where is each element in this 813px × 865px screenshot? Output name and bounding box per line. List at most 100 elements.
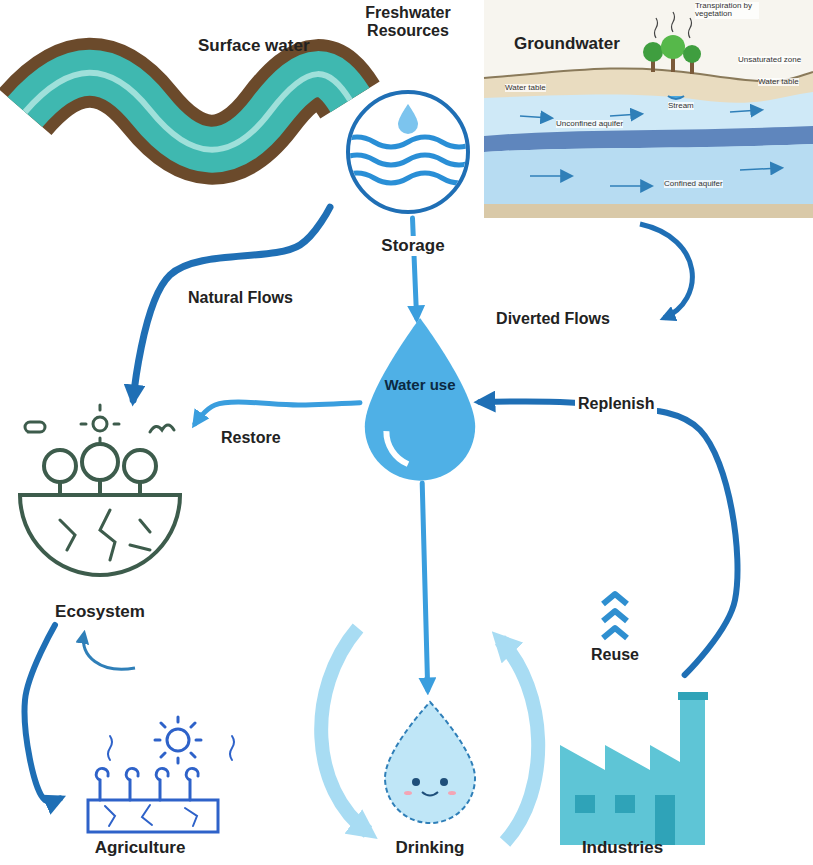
surface-water-river <box>25 73 350 150</box>
diverted-flow-arrow <box>640 224 692 318</box>
groundwater-cross-section <box>740 168 780 170</box>
flow-arrow <box>422 483 428 690</box>
groundwater-note: Water table <box>758 78 799 86</box>
freshwater-circle <box>340 137 476 183</box>
agriculture-icon <box>88 800 218 832</box>
reuse-label: Reuse <box>591 646 639 664</box>
freshwater-circle <box>348 92 468 212</box>
flow-label: Restore <box>218 428 284 448</box>
ecosystem-icon <box>82 444 118 480</box>
ecosystem-icon <box>81 405 119 443</box>
water-use-drop: Water use <box>360 318 480 483</box>
reuse-chevrons <box>603 611 627 621</box>
surface-water-river <box>25 73 350 150</box>
flow-label: Replenish <box>575 394 657 414</box>
freshwater-circle <box>340 92 476 212</box>
freshwater-circle <box>340 173 476 183</box>
surface-water-panel: Surface water <box>20 28 330 188</box>
groundwater-cross-section <box>484 204 813 218</box>
industries-factory-icon <box>560 700 705 845</box>
storage-circle: Freshwater Resources <box>330 0 486 218</box>
groundwater-cross-section <box>668 96 684 99</box>
surface-water-river <box>25 73 350 150</box>
groundwater-cross-section <box>520 110 780 186</box>
groundwater-note: Unsaturated zone <box>738 56 801 64</box>
industries-node: Industries <box>525 675 720 860</box>
groundwater-cross-section <box>643 35 701 74</box>
freshwater-circle <box>340 137 476 147</box>
node-text: Freshwater Resources <box>350 4 466 41</box>
groundwater-cross-section <box>484 92 813 218</box>
groundwater-cross-section <box>484 68 813 218</box>
flow-label: Natural Flows <box>185 288 296 308</box>
drinking-cycle-arrows <box>321 628 538 842</box>
drop-highlight <box>386 431 408 464</box>
ecosystem-icon <box>20 405 180 575</box>
surface-water-river <box>25 73 350 150</box>
drinking-drop-icon <box>385 702 475 823</box>
groundwater-cross-section <box>672 12 675 32</box>
groundwater-note: Transpiration by vegetation <box>695 2 759 19</box>
groundwater-panel: Groundwater <box>484 0 813 218</box>
agriculture-icon <box>167 729 189 751</box>
flow-arrow <box>133 207 330 400</box>
ecosystem-icon <box>93 417 107 431</box>
groundwater-cross-section <box>689 18 692 38</box>
groundwater-cross-section <box>643 42 663 62</box>
ecosystem-icon <box>60 510 150 560</box>
ecosystem-icon <box>138 482 142 495</box>
flow-arrow <box>25 625 60 801</box>
node-text: Ecosystem <box>55 602 145 622</box>
drinking-drop-icon <box>448 791 456 795</box>
reuse-chevrons <box>603 594 627 638</box>
industries-factory-icon <box>678 692 708 700</box>
reuse-chevrons <box>603 594 627 604</box>
groundwater-cross-section <box>530 175 570 177</box>
ecosystem-icon <box>58 482 62 495</box>
freshwater-circle <box>340 155 476 165</box>
drinking-drop-icon <box>385 702 475 823</box>
flow-arrow <box>412 218 416 318</box>
groundwater-cross-section <box>730 110 760 112</box>
node-text: Groundwater <box>514 34 620 54</box>
groundwater-cross-section <box>610 185 650 187</box>
drinking-drop-icon <box>404 791 412 795</box>
node-text: Agriculture <box>95 838 186 858</box>
ecosystem-icon <box>25 422 45 432</box>
drop-shape <box>360 318 480 483</box>
node-text: Drinking <box>396 838 465 858</box>
ecosystem-icon <box>20 495 180 575</box>
node-text: Water use <box>384 376 455 393</box>
ecosystem-icon <box>98 480 102 495</box>
drop-fill <box>365 318 475 481</box>
industries-factory-icon <box>575 795 595 813</box>
groundwater-cross-section <box>484 144 813 204</box>
agriculture-icon <box>105 805 197 826</box>
drinking-cycle-arrows <box>321 628 368 832</box>
agriculture-node: Agriculture <box>60 720 220 860</box>
groundwater-cross-section <box>661 35 685 59</box>
industries-factory-icon <box>615 795 635 813</box>
flow-label: Diverted Flows <box>496 310 610 328</box>
groundwater-note: Stream <box>668 102 694 110</box>
drinking-drop-icon <box>440 778 448 786</box>
groundwater-cross-section <box>484 0 813 218</box>
groundwater-note: Water table <box>505 84 546 92</box>
groundwater-cross-section <box>484 0 813 218</box>
reuse-chevrons <box>603 628 627 638</box>
groundwater-cross-section <box>655 12 692 38</box>
groundwater-cross-section <box>520 116 550 118</box>
storage-label: Storage <box>378 236 447 256</box>
flow-arrow <box>195 402 360 424</box>
agriculture-icon <box>96 768 198 800</box>
ecosystem-icon <box>124 450 156 482</box>
agriculture-icon <box>88 717 234 832</box>
industries-factory-icon <box>560 692 708 845</box>
drinking-cycle-arrows <box>500 640 538 842</box>
node-text: Industries <box>582 838 663 858</box>
ecosystem-icon <box>44 450 76 482</box>
agriculture-icon <box>155 717 201 763</box>
freshwater-circle <box>398 104 418 134</box>
ecosystem-icon <box>150 425 174 432</box>
